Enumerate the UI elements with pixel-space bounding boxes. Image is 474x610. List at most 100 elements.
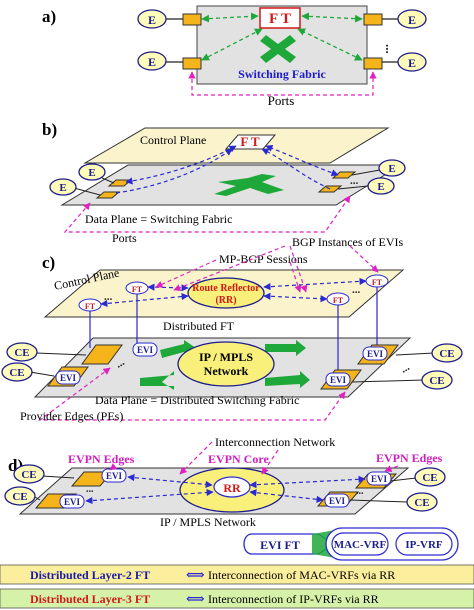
ce-label: CE [21, 469, 36, 481]
ip-vrf-label: IP-VRF [405, 539, 443, 551]
ce-node: CE [1, 362, 33, 382]
ce-node: CE [13, 464, 45, 484]
data-plane-label: Data Plane = Distributed Switching Fabri… [95, 393, 299, 407]
endpoint-label: E [88, 167, 95, 179]
evpn-edges-label-right: EVPN Edges [376, 451, 443, 465]
switching-cross-icon [214, 174, 284, 196]
ellipsis: ... [350, 175, 359, 187]
legend-l3-term: Distributed Layer-3 FT [30, 592, 150, 606]
ce-label: CE [429, 375, 444, 387]
ce-node: CE [421, 370, 453, 390]
provider-edges-label: Provider Edges (PEs) [20, 409, 123, 423]
ip-vrf-box [395, 532, 453, 556]
ellipsis: ... [399, 361, 412, 376]
endpoint-label: E [59, 182, 66, 194]
switching-cross-icon [260, 35, 296, 63]
port-left-bottom [182, 57, 202, 70]
ports-label: Ports [112, 231, 137, 245]
ce-label: CE [9, 367, 24, 379]
mac-vrf-label: MAC-VRF [334, 539, 387, 551]
control-plane-label: Control Plane [140, 133, 206, 147]
ellipsis: ... [383, 44, 398, 54]
evpn-core-label: EVPN Core [208, 452, 269, 466]
forwarding-table-label: F T [240, 134, 259, 149]
pe-evi: EVI [357, 344, 399, 365]
endpoint-label: E [408, 56, 416, 70]
pe-evi: EVI [81, 342, 158, 365]
ip-mpls-label-2: Network [204, 364, 249, 378]
ellipsis: ... [104, 291, 113, 303]
endpoint-label: E [148, 13, 156, 27]
forwarding-table-label: F T [269, 11, 291, 27]
panel-b-label: b) [42, 120, 57, 139]
ce-label: CE [14, 347, 29, 359]
endpoint-label: E [388, 163, 395, 175]
endpoint-node [397, 52, 427, 72]
ce-label: CE [422, 472, 437, 484]
legend-l2-desc: Interconnection of MAC-VRFs via RR [208, 568, 395, 582]
ip-mpls-network-label: IP / MPLS Network [160, 515, 256, 529]
rr-label: RR [223, 481, 241, 495]
port-right-bottom [363, 57, 383, 70]
evi-label: EVI [64, 497, 81, 507]
ft-label: FT [85, 302, 96, 311]
mac-vrf-box [331, 532, 389, 556]
ce-label: CE [439, 348, 454, 360]
ellipsis: ... [356, 486, 364, 497]
interconnection-network-label: Interconnection Network [215, 435, 335, 449]
evi-ft-label: EVI FT [260, 538, 300, 552]
ft-label: FT [333, 296, 344, 305]
endpoint-label: E [408, 13, 416, 27]
ft-instance: FT [326, 292, 350, 306]
switching-fabric-label: Switching Fabric [238, 67, 326, 81]
ce-label: CE [12, 491, 27, 503]
bgp-instances-label: BGP Instances of EVIs [292, 235, 404, 249]
panel-c-label: c) [42, 253, 55, 272]
ports-label: Ports [268, 93, 295, 108]
evi-ft-group: EVI FT MAC-VRF IP-VRF [243, 527, 459, 561]
panel-a-label: a) [42, 7, 56, 26]
ce-node: CE [406, 492, 438, 512]
pe-evi: EVI [34, 493, 85, 509]
evi-label: EVI [60, 373, 77, 383]
legend: Distributed Layer-2 FT ⟺ Interconnection… [0, 564, 474, 609]
pe-evi: EVI [47, 366, 89, 387]
legend-row-l3 [0, 588, 474, 609]
ellipsis: ... [352, 284, 361, 296]
ce-label: CE [414, 497, 429, 509]
ip-mpls-label: IP / MPLS [199, 350, 253, 364]
ft-instance: FT [365, 274, 389, 288]
ce-node: CE [6, 342, 38, 362]
route-reflector-label-2: (RR) [215, 295, 236, 306]
distributed-ft-label: Distributed FT [163, 319, 235, 333]
port-right-top [363, 13, 383, 26]
endpoint-node [137, 51, 167, 71]
panel-b: b) Control Plane F T E E E E ... [42, 120, 406, 245]
ellipsis: ... [86, 484, 94, 495]
evi-label: EVI [329, 496, 346, 506]
endpoint-label: E [377, 181, 384, 193]
legend-l2-term: Distributed Layer-2 FT [30, 568, 150, 582]
evi-label: EVI [371, 474, 388, 484]
legend-row-l2 [0, 564, 474, 585]
panel-c: c) BGP Instances of EVIs MP-BGP Sessions… [1, 235, 463, 423]
mp-bgp-label: MP-BGP Sessions [219, 252, 308, 266]
panel-d: d) Interconnection Network EVPN Edges EV… [4, 435, 459, 561]
ft-instance: FT [78, 298, 102, 312]
ft-label: FT [132, 285, 143, 294]
evi-label: EVI [367, 349, 384, 359]
data-plane-label: Data Plane = Switching Fabric [85, 212, 232, 226]
legend-l2-arrow: ⟺ [186, 567, 205, 582]
evi-label: EVI [330, 375, 347, 385]
endpoint-node [397, 9, 427, 29]
ce-node: CE [431, 343, 463, 363]
ft-port-links [201, 12, 363, 61]
route-reflector-label: Route Reflector [192, 283, 260, 294]
forwarding-table-box [259, 7, 301, 29]
ce-node: CE [414, 467, 446, 487]
pe-evi: EVI [70, 468, 127, 487]
evi-label: EVI [137, 345, 154, 355]
endpoint-label: E [148, 55, 156, 69]
port-left-top [182, 13, 202, 26]
